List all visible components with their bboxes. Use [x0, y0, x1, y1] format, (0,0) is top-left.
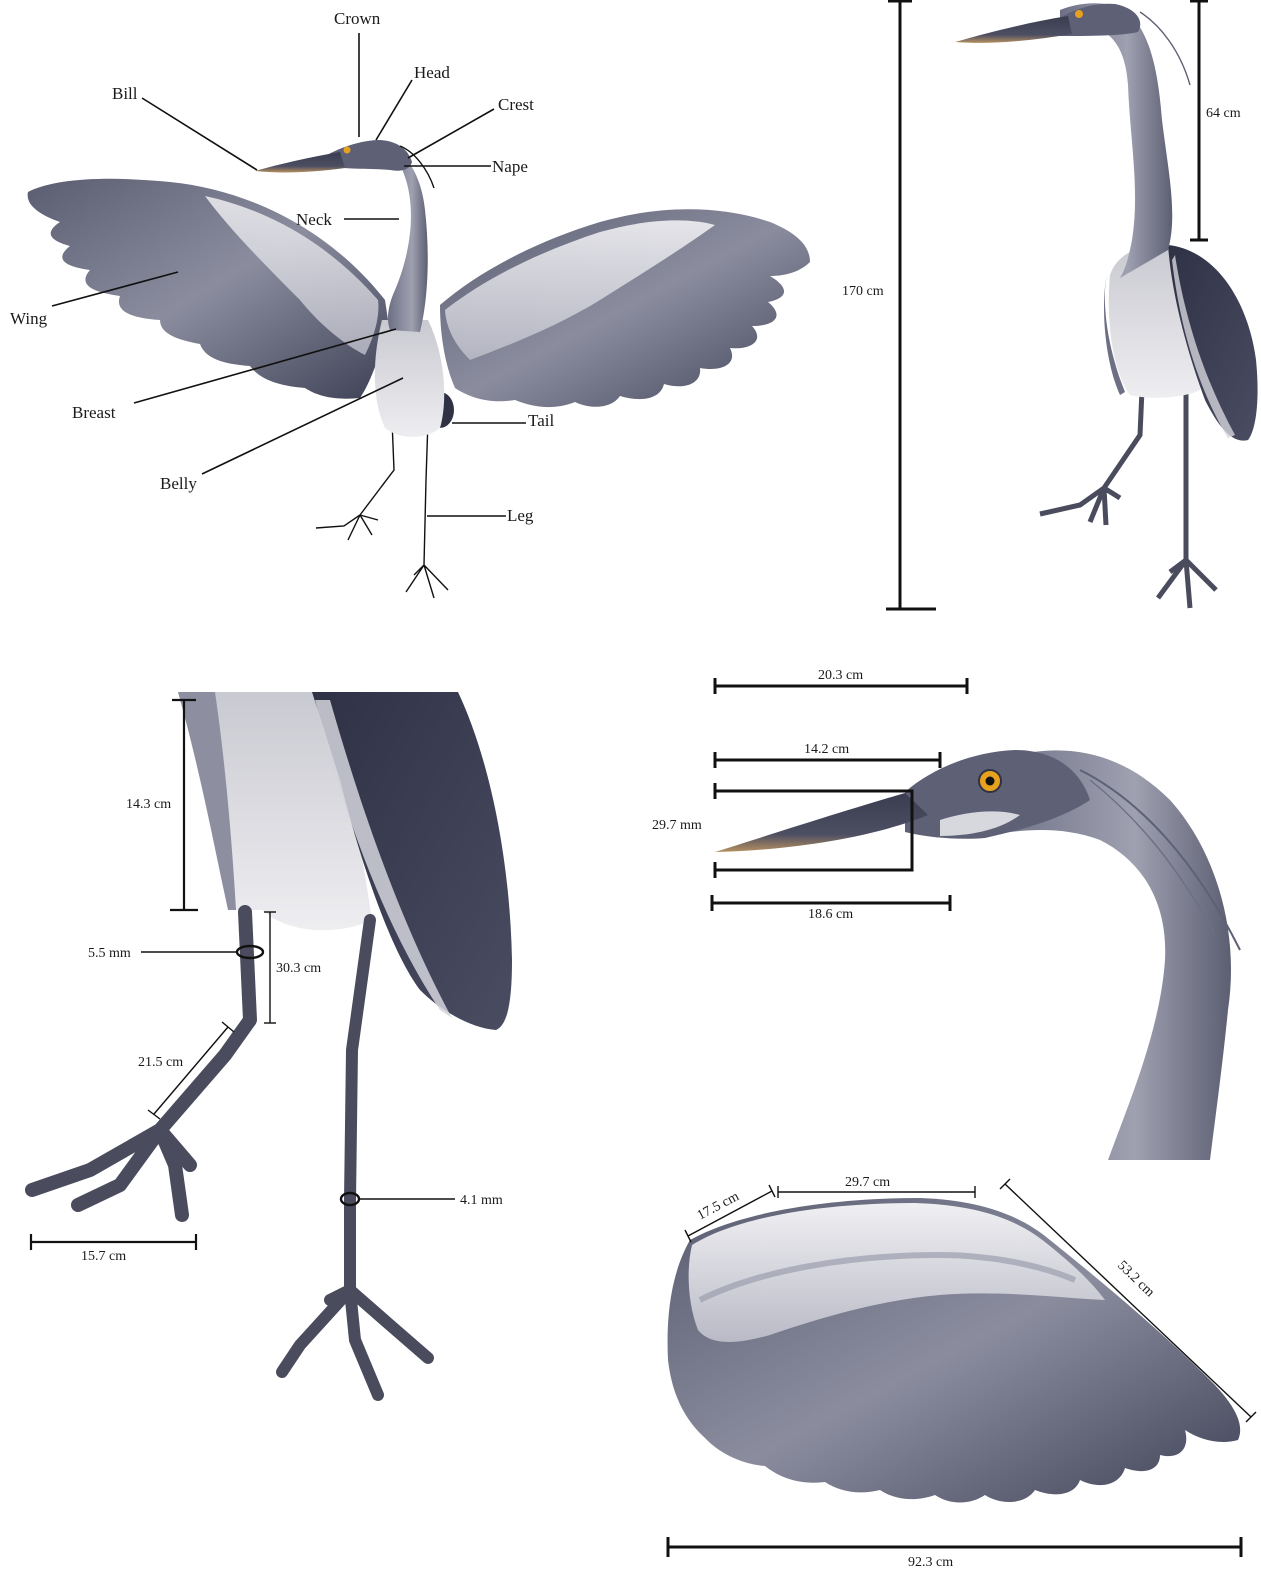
measure-neck-length: 64 cm [1206, 106, 1241, 121]
height-measurement: 170 cm [842, 0, 936, 609]
measure-foot-width: 15.7 cm [81, 1249, 126, 1264]
bill-shape [255, 152, 345, 172]
anatomy-illustration [28, 140, 810, 598]
eye-shape [344, 147, 351, 154]
right-leg-shape [406, 420, 448, 598]
body-shape [375, 320, 444, 437]
label-crown: Crown [334, 9, 381, 28]
wing-detail-illustration [668, 1198, 1241, 1503]
label-crest: Crest [498, 95, 534, 114]
label-head: Head [414, 63, 450, 82]
head-detail-pupil [986, 777, 995, 786]
head-detail-bill [715, 793, 928, 852]
standing-eye [1075, 10, 1083, 18]
measure-tarsus-length: 30.3 cm [276, 961, 321, 976]
label-neck: Neck [296, 210, 332, 229]
left-leg-shape [316, 420, 394, 540]
measure-wing-inner-edge: 17.5 cm [695, 1189, 742, 1223]
leg-detail-right-leg [282, 920, 428, 1395]
label-bill: Bill [112, 84, 138, 103]
label-tail: Tail [528, 411, 554, 430]
neck-shape [388, 150, 428, 332]
head-detail-illustration [715, 750, 1240, 1160]
standing-heron-illustration [955, 3, 1258, 608]
standing-left-leg [1040, 390, 1142, 525]
measure-upper-leg: 14.3 cm [126, 797, 171, 812]
standing-bill [955, 16, 1072, 43]
neck-measurement: 64 cm [1190, 0, 1241, 240]
label-belly: Belly [160, 474, 197, 493]
standing-right-leg [1158, 390, 1216, 608]
label-nape: Nape [492, 157, 528, 176]
leg-detail-illustration [32, 692, 512, 1395]
measure-bill-depth: 29.7 mm [652, 818, 702, 833]
measure-total-height: 170 cm [842, 284, 884, 299]
standing-neck [1060, 3, 1172, 278]
measure-head-length: 20.3 cm [818, 668, 863, 683]
label-leg: Leg [507, 506, 534, 525]
label-wing: Wing [10, 309, 48, 328]
label-breast: Breast [72, 403, 116, 422]
measure-toe-length: 21.5 cm [138, 1055, 183, 1070]
measure-wing-top-edge: 29.7 cm [845, 1175, 890, 1190]
measure-bill-length-upper: 14.2 cm [804, 742, 849, 757]
measure-tarsus-width: 5.5 mm [88, 946, 131, 961]
measure-wingspan: 92.3 cm [908, 1555, 953, 1570]
measure-bill-length-lower: 18.6 cm [808, 907, 853, 922]
measure-lower-leg-width: 4.1 mm [460, 1193, 503, 1208]
